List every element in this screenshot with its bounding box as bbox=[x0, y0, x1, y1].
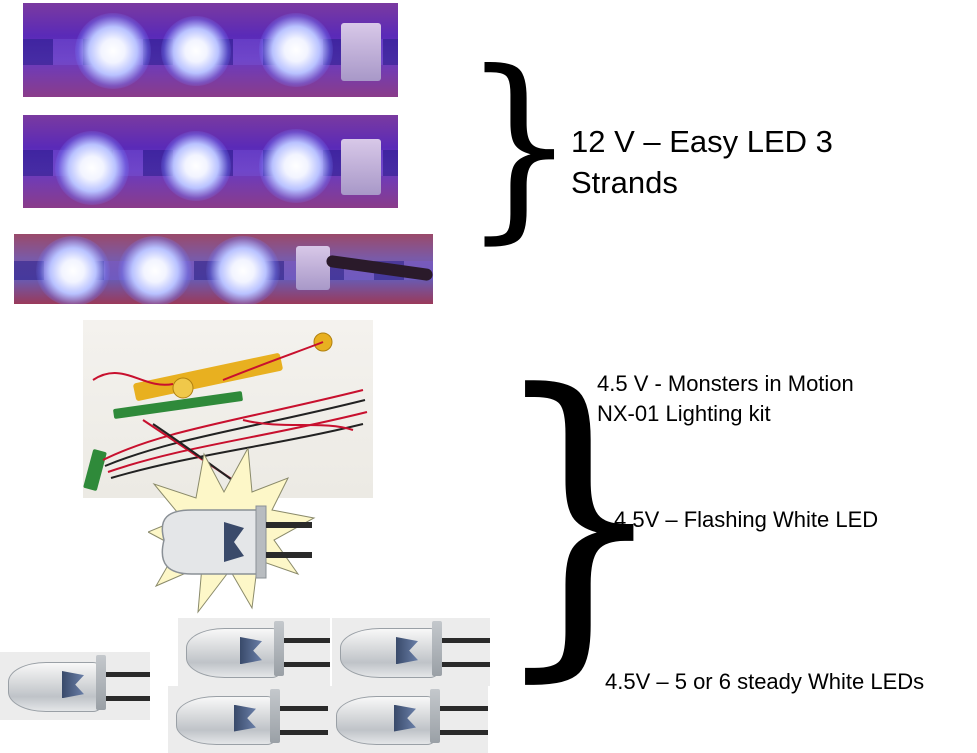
led-bulb-photo bbox=[332, 618, 490, 686]
led-bulb-cup bbox=[394, 704, 416, 732]
led-bulb-pin bbox=[440, 730, 488, 735]
led-bulb-body bbox=[176, 696, 278, 745]
flashing-led-pin bbox=[266, 552, 312, 558]
pcb-led-pad bbox=[172, 377, 194, 399]
led-strip-photo-3 bbox=[14, 234, 433, 304]
led-bulb-pin bbox=[284, 638, 330, 643]
flashing-led-cup bbox=[224, 522, 244, 562]
led-bulb-rim bbox=[432, 621, 442, 676]
pcb-yellow bbox=[133, 353, 283, 401]
led-strip-photo-1 bbox=[23, 3, 398, 97]
led-bulb-pin bbox=[440, 706, 488, 711]
grouping-brace-top: } bbox=[462, 29, 577, 262]
label-12v-strands: 12 V – Easy LED 3 Strands bbox=[571, 124, 833, 200]
pcb-green bbox=[83, 449, 107, 491]
led-bulb-rim bbox=[96, 655, 106, 710]
lighting-kit-photo bbox=[83, 320, 373, 498]
lighting-kit-drawing bbox=[83, 332, 368, 491]
led-bulb-body bbox=[336, 696, 438, 745]
led-glow bbox=[75, 13, 151, 89]
led-bulb-body bbox=[340, 628, 440, 678]
label-lighting-kit: 4.5 V - Monsters in Motion NX-01 Lightin… bbox=[597, 371, 854, 426]
led-glow bbox=[259, 13, 333, 87]
led-bulb-photo bbox=[178, 618, 330, 686]
strip-connector bbox=[341, 139, 381, 195]
led-bulb-pin bbox=[106, 672, 150, 677]
led-bulb-photo bbox=[168, 686, 328, 753]
led-glow bbox=[161, 16, 231, 86]
led-glow bbox=[118, 236, 192, 304]
strip-connector bbox=[341, 23, 381, 81]
label-flashing-led: 4.5V – Flashing White LED bbox=[614, 507, 879, 532]
led-glow bbox=[259, 129, 333, 203]
led-bulb-photo bbox=[0, 652, 150, 720]
strip-connector bbox=[296, 246, 330, 290]
led-bulb-rim bbox=[270, 689, 280, 743]
flashing-led-photo bbox=[148, 448, 316, 614]
led-bulb-pin bbox=[442, 638, 490, 643]
led-bulb-pin bbox=[280, 706, 328, 711]
pcb-green bbox=[113, 391, 243, 419]
led-glow bbox=[206, 236, 280, 304]
led-glow bbox=[161, 131, 231, 201]
flashing-led-pin bbox=[266, 522, 312, 528]
grouping-brace-bottom: } bbox=[490, 325, 669, 709]
flashing-led-rim bbox=[255, 505, 267, 579]
led-bulb-cup bbox=[396, 637, 418, 665]
led-glow bbox=[55, 131, 129, 205]
led-bulb-pin bbox=[280, 730, 328, 735]
led-bulb-rim bbox=[274, 621, 284, 676]
led-bulb-rim bbox=[430, 689, 440, 743]
label-steady-leds: 4.5V – 5 or 6 steady White LEDs bbox=[605, 669, 925, 694]
led-bulb-pin bbox=[106, 696, 150, 701]
led-bulb-cup bbox=[240, 637, 262, 665]
led-bulb-cup bbox=[234, 704, 256, 732]
led-bulb-body bbox=[8, 662, 103, 712]
led-bulb-pin bbox=[284, 662, 330, 667]
led-glow bbox=[36, 236, 110, 304]
wires bbox=[92, 341, 368, 489]
flashing-led-bulb bbox=[161, 509, 259, 575]
led-bulb-cup bbox=[62, 671, 84, 699]
led-bulb-photo bbox=[328, 686, 488, 753]
led-bulb-body bbox=[186, 628, 283, 678]
led-bulb-pin bbox=[442, 662, 490, 667]
led-strip-photo-2 bbox=[23, 115, 398, 208]
